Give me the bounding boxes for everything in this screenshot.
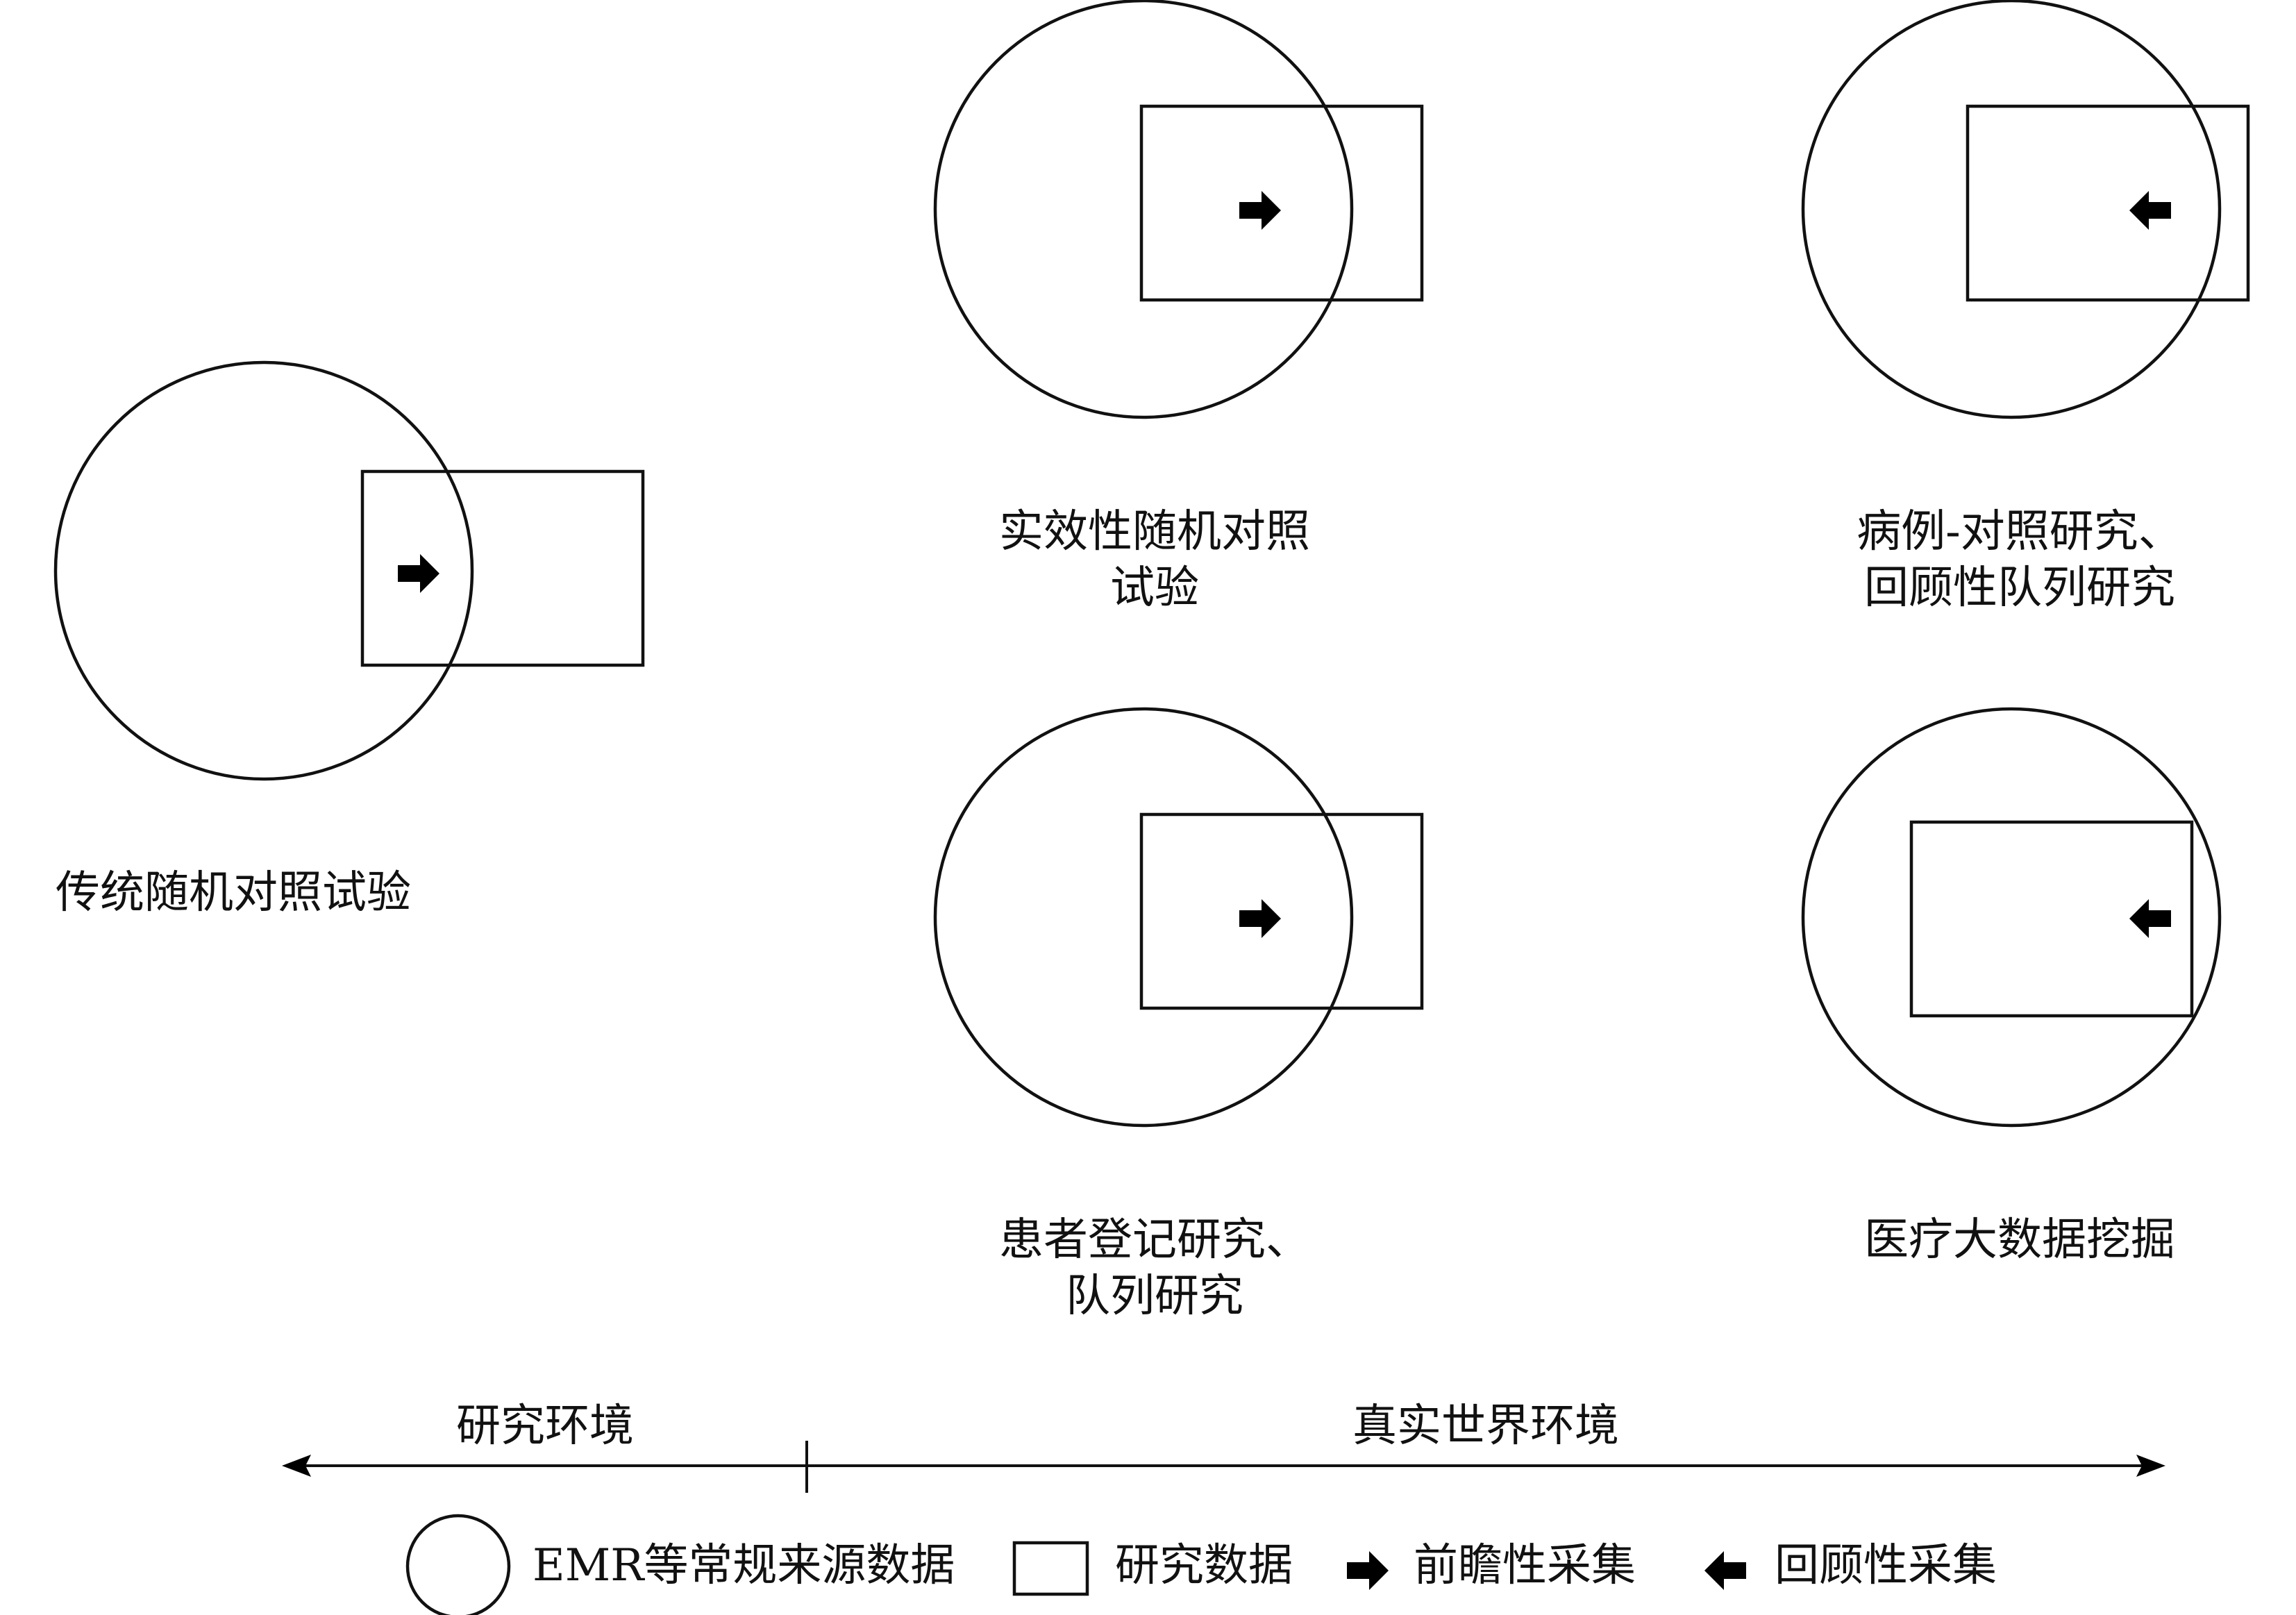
panel-label-line1: 病例-对照研究、 xyxy=(1857,506,2183,558)
axis-label-research: 研究环境 xyxy=(456,1400,634,1452)
emr-data-circle xyxy=(53,360,474,781)
retrospective-arrow-icon xyxy=(2129,899,2171,938)
panel-label: 医疗大数据挖掘 xyxy=(1864,1214,2175,1266)
legend-label-research-data: 研究数据 xyxy=(1115,1540,1293,1591)
panel-registry: 患者登记研究、 队列研究 xyxy=(933,707,1424,1322)
research-data-rect xyxy=(1139,812,1424,1010)
axis-right-arrowhead-icon xyxy=(2136,1455,2165,1477)
research-data-rect xyxy=(1139,104,1424,302)
panel-big-data: 医疗大数据挖掘 xyxy=(1801,707,2222,1266)
environment-axis: 研究环境 真实世界环境 xyxy=(282,1400,2165,1493)
panel-pragmatic-rct: 实效性随机对照 试验 xyxy=(933,0,1424,614)
panel-label-line1: 实效性随机对照 xyxy=(999,506,1310,558)
legend-label-emr: EMR等常规来源数据 xyxy=(533,1540,955,1591)
legend-item-prospective: 前瞻性采集 xyxy=(1347,1540,1636,1591)
emr-data-circle xyxy=(933,707,1354,1128)
panel-label-line1: 患者登记研究、 xyxy=(999,1214,1310,1266)
retrospective-arrow-icon xyxy=(2129,191,2171,230)
legend-label-retrospective: 回顾性采集 xyxy=(1775,1540,1997,1591)
legend-item-emr: EMR等常规来源数据 xyxy=(405,1514,955,1615)
legend-item-retrospective: 回顾性采集 xyxy=(1704,1540,1997,1591)
emr-data-circle xyxy=(1801,707,2222,1128)
legend-retrospective-arrow-icon xyxy=(1704,1551,1746,1590)
panel-label-line2: 队列研究 xyxy=(1066,1271,1243,1322)
research-data-rect xyxy=(1909,820,2194,1018)
legend-prospective-arrow-icon xyxy=(1347,1551,1389,1590)
prospective-arrow-icon xyxy=(1239,191,1281,230)
prospective-arrow-icon xyxy=(398,554,439,593)
axis-label-real-world: 真实世界环境 xyxy=(1352,1400,1619,1452)
legend-label-prospective: 前瞻性采集 xyxy=(1414,1540,1636,1591)
legend-item-research-data: 研究数据 xyxy=(1012,1540,1293,1596)
axis-left-arrowhead-icon xyxy=(282,1455,311,1477)
panel-traditional-rct: 传统随机对照试验 xyxy=(53,360,645,919)
legend-rect-swatch xyxy=(1012,1541,1089,1596)
emr-data-circle xyxy=(1801,0,2222,419)
research-data-rect xyxy=(360,469,645,667)
panel-label: 传统随机对照试验 xyxy=(56,867,411,919)
prospective-arrow-icon xyxy=(1239,899,1281,938)
panel-label-line2: 试验 xyxy=(1110,562,1199,614)
panel-case-control: 病例-对照研究、 回顾性队列研究 xyxy=(1801,0,2250,614)
legend-circle-swatch xyxy=(405,1514,511,1615)
research-data-rect xyxy=(1966,104,2250,302)
panel-label-line2: 回顾性队列研究 xyxy=(1864,562,2175,614)
emr-data-circle xyxy=(933,0,1354,419)
legend: EMR等常规来源数据 研究数据 前瞻性采集 回顾性采集 xyxy=(405,1514,1997,1615)
